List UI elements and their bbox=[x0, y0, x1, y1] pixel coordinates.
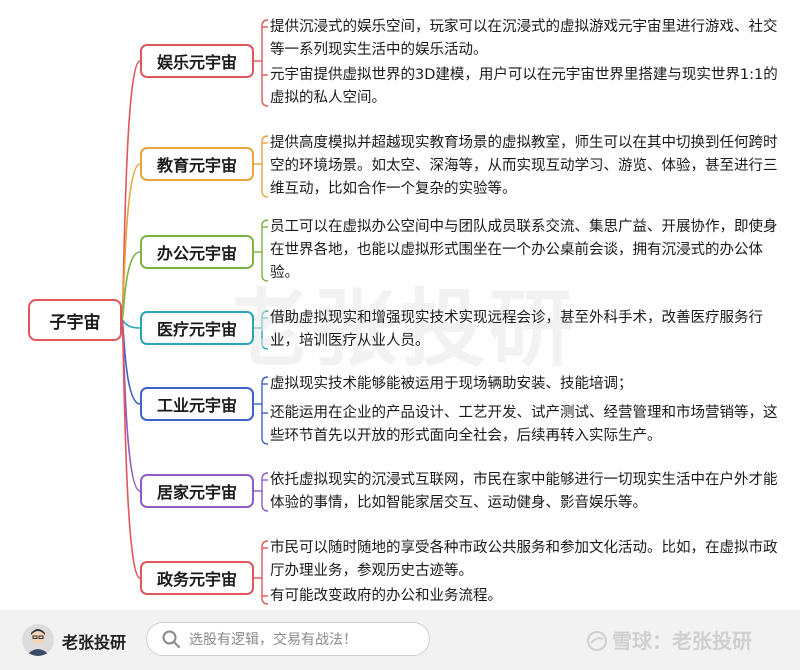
person-avatar-icon[interactable] bbox=[22, 624, 54, 656]
branch-node-education: 教育元宇宙 bbox=[140, 147, 254, 181]
desc-paragraph: 提供沉浸式的娱乐空间，玩家可以在沉浸式的虚拟游戏元宇宙里进行游戏、社交等一系列现… bbox=[270, 19, 778, 58]
desc-paragraph: 提供高度模拟并超越现实教育场景的虚拟教室，师生可以在其中切换到任何跨时空的环境场… bbox=[270, 135, 778, 197]
branch-desc-industry: 虚拟现实技术能够能被运用于现场辆助安装、技能培调； 还能运用在企业的产品设计、工… bbox=[270, 373, 790, 448]
branch-desc-education: 提供高度模拟并超越现实教育场景的虚拟教室，师生可以在其中切换到任何跨时空的环境场… bbox=[270, 132, 790, 201]
desc-paragraph: 依托虚拟现实的沉浸式互联网，市民在家中能够进行一切现实生活中在户外才能体验的事情… bbox=[270, 472, 778, 511]
connector-desc-bracket bbox=[261, 310, 269, 350]
branch-desc-office: 员工可以在虚拟办公空间中与团队成员联系交流、集思广益、开展协作，即使身在世界各地… bbox=[270, 216, 790, 285]
desc-paragraph: 虚拟现实技术能够能被运用于现场辆助安装、技能培调； bbox=[270, 376, 633, 392]
footer-watermark: 雪球：老张投研 bbox=[586, 625, 752, 654]
connector-desc-bracket bbox=[261, 376, 269, 445]
branch-desc-home: 依托虚拟现实的沉浸式互联网，市民在家中能够进行一切现实生活中在户外才能体验的事情… bbox=[270, 469, 790, 515]
footer-watermark-text: 雪球：老张投研 bbox=[612, 629, 752, 653]
search-icon bbox=[162, 630, 180, 648]
connector-root-branch bbox=[121, 251, 141, 321]
desc-paragraph: 元宇宙提供虚拟世界的3D建模，用户可以在元宇宙世界里搭建与现实世界1:1的虚拟的… bbox=[270, 67, 778, 106]
connector-desc-bracket bbox=[261, 540, 269, 605]
branch-node-government: 政务元宇宙 bbox=[140, 561, 254, 595]
desc-paragraph: 有可能改变政府的办公和业务流程。 bbox=[270, 588, 502, 604]
search-placeholder: 选股有逻辑，交易有战法！ bbox=[189, 632, 357, 648]
connector-desc-bracket bbox=[261, 19, 269, 107]
branch-node-entertainment: 娱乐元宇宙 bbox=[140, 44, 254, 78]
snowball-icon bbox=[587, 631, 607, 651]
branch-desc-entertainment: 提供沉浸式的娱乐空间，玩家可以在沉浸式的虚拟游戏元宇宙里进行游戏、社交等一系列现… bbox=[270, 16, 790, 110]
connector-root-branch bbox=[121, 319, 141, 579]
connector-desc-bracket bbox=[261, 472, 269, 512]
desc-paragraph: 员工可以在虚拟办公空间中与团队成员联系交流、集思广益、开展协作，即使身在世界各地… bbox=[270, 219, 778, 281]
footer-bar: 老张投研 选股有逻辑，交易有战法！ 雪球：老张投研 bbox=[0, 610, 800, 670]
connector-desc-bracket bbox=[261, 135, 269, 198]
desc-paragraph: 还能运用在企业的产品设计、工艺开发、试产测试、经营管理和市场营销等，这些环节首先… bbox=[270, 405, 778, 444]
desc-paragraph: 市民可以随时随地的享受各种市政公共服务和参加文化活动。比如，在虚拟市政厅办理业务… bbox=[270, 540, 778, 579]
connector-lines bbox=[121, 19, 269, 605]
branch-node-office: 办公元宇宙 bbox=[140, 235, 254, 269]
connector-desc-bracket bbox=[261, 219, 269, 282]
root-node: 子宇宙 bbox=[28, 299, 122, 341]
search-box[interactable]: 选股有逻辑，交易有战法！ bbox=[146, 622, 430, 656]
desc-paragraph: 借助虚拟现实和增强现实技术实现远程会诊，甚至外科手术，改善医疗服务行业，培训医疗… bbox=[270, 310, 763, 349]
branch-node-industry: 工业元宇宙 bbox=[140, 387, 254, 421]
branch-node-home: 居家元宇宙 bbox=[140, 474, 254, 508]
branch-desc-medical: 借助虚拟现实和增强现实技术实现远程会诊，甚至外科手术，改善医疗服务行业，培训医疗… bbox=[270, 307, 790, 353]
branch-desc-government: 市民可以随时随地的享受各种市政公共服务和参加文化活动。比如，在虚拟市政厅办理业务… bbox=[270, 537, 790, 608]
branch-node-medical: 医疗元宇宙 bbox=[140, 311, 254, 345]
connector-root-branch bbox=[121, 319, 141, 329]
brand-name: 老张投研 bbox=[62, 633, 127, 652]
